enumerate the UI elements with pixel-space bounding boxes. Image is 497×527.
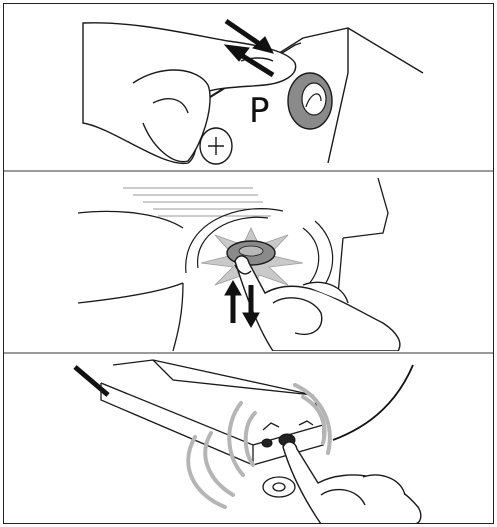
panel-step-1: P: [3, 3, 494, 169]
button-label-P: P: [249, 91, 270, 131]
panel-step-3: [3, 355, 494, 524]
button-icon: [227, 241, 275, 265]
panel-step-2: [3, 173, 494, 351]
panel-1-drawing: [3, 3, 494, 169]
cable: [75, 365, 413, 440]
screw-icon: [200, 128, 232, 164]
panel-3-drawing: [3, 355, 494, 524]
panel-divider: [3, 170, 494, 172]
button-icon: [288, 73, 332, 129]
hand-icon: [283, 442, 421, 524]
panel-2-drawing: [3, 173, 494, 351]
panel-divider: [3, 352, 494, 354]
cooling-fins: [123, 188, 271, 216]
